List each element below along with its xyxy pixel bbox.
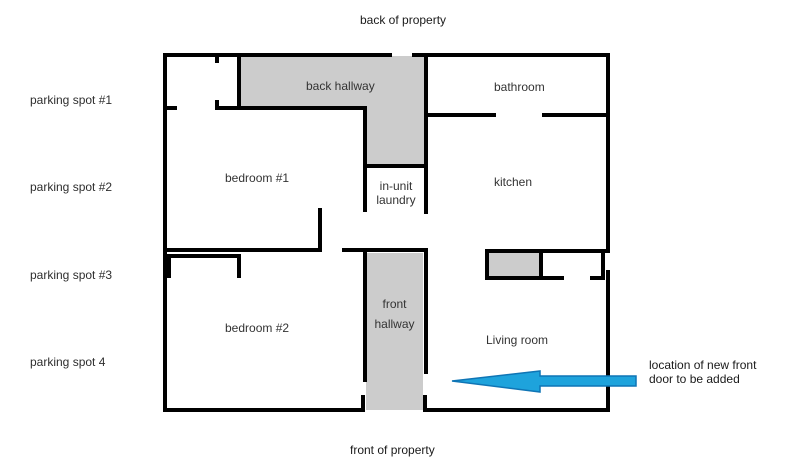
arrow-left-icon (451, 370, 637, 393)
living-room-label: Living room (486, 333, 549, 347)
bathroom-label: bathroom (494, 80, 545, 94)
back-hallway-label: back hallway (306, 79, 375, 93)
parking-spot-1-label: parking spot #1 (30, 93, 113, 107)
front-hallway-label: front hallway (374, 297, 415, 331)
front-hallway-area (366, 253, 423, 410)
back-hallway-area (241, 56, 424, 165)
back-of-property-label: back of property (360, 13, 447, 27)
parking-spot-4-label: parking spot 4 (30, 355, 106, 369)
bedroom-2-label: bedroom #2 (225, 321, 290, 335)
living-room-counter (489, 252, 541, 277)
front-of-property-label: front of property (350, 443, 435, 457)
walls (163, 53, 610, 412)
kitchen-label: kitchen (494, 175, 533, 189)
parking-spot-3-label: parking spot #3 (30, 268, 113, 282)
laundry-label: in-unit laundry (376, 179, 416, 207)
bedroom-1-label: bedroom #1 (225, 171, 290, 185)
new-front-door-note: location of new front door to be added (649, 358, 757, 386)
shaded-areas (241, 56, 541, 410)
parking-spot-2-label: parking spot #2 (30, 180, 113, 194)
